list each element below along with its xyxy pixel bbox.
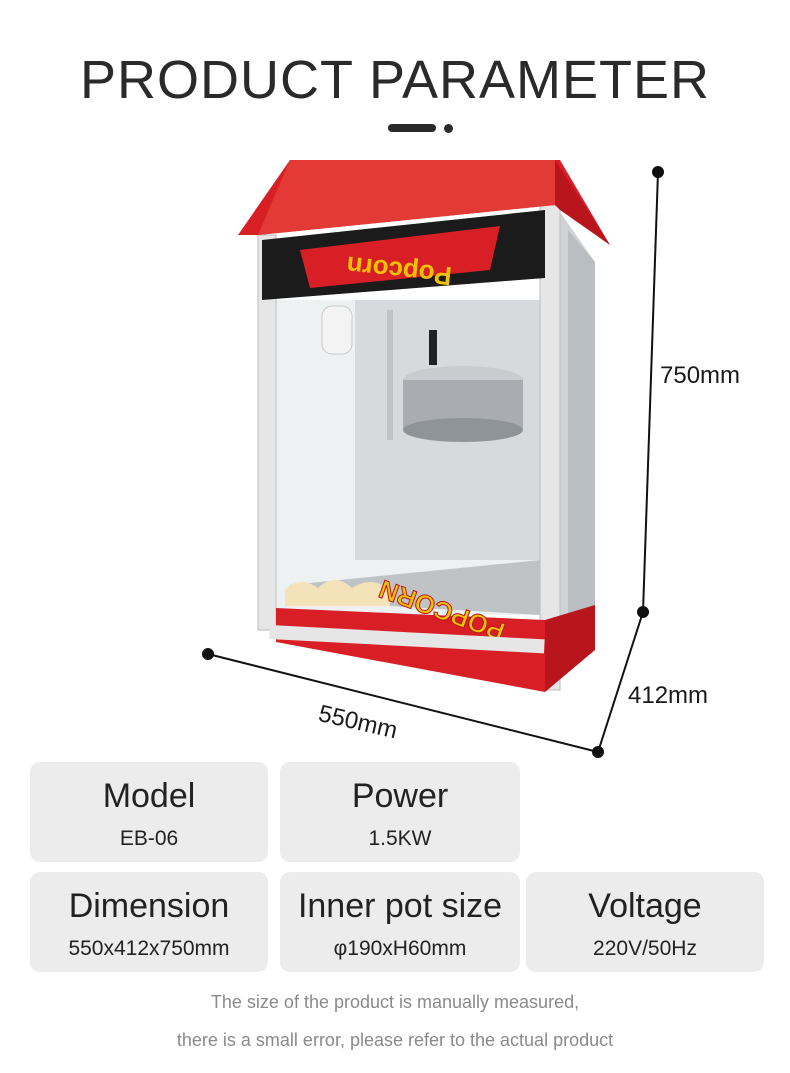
param-value: 550x412x750mm — [68, 937, 230, 960]
popcorn-pile — [285, 580, 390, 606]
disclaimer-line-1: The size of the product is manually meas… — [210, 992, 580, 1012]
height-dimension-line — [642, 171, 659, 613]
param-value: EB-06 — [119, 827, 179, 850]
lamp — [321, 305, 353, 355]
param-name: Power — [351, 777, 449, 815]
frame-post-left — [257, 234, 277, 631]
title-underline — [388, 124, 436, 132]
param-value: 220V/50Hz — [593, 937, 697, 960]
popcorn-machine: Popcorn POPCORN — [238, 160, 610, 692]
disclaimer-line-2: there is a small error, please refer to … — [176, 1030, 614, 1050]
param-name: Voltage — [588, 887, 702, 925]
param-card-voltage: Voltage 220V/50Hz — [526, 872, 764, 972]
product-illustration: Popcorn POPCORN — [202, 160, 664, 758]
param-card-model: Model EB-06 — [30, 762, 268, 862]
dimension-lines — [202, 166, 664, 758]
param-name: Inner pot size — [297, 887, 503, 925]
param-value: 1.5KW — [368, 827, 432, 850]
param-card-dimension: Dimension 550x412x750mm — [30, 872, 268, 972]
page-title: PRODUCT PARAMETER — [79, 50, 711, 110]
param-name: Model — [102, 777, 196, 815]
width-dimension-dot — [202, 648, 214, 660]
depth-label: 412mm — [628, 682, 709, 709]
param-name: Dimension — [68, 887, 230, 925]
param-card-power: Power 1.5KW — [280, 762, 520, 862]
height-label: 750mm — [660, 362, 741, 389]
width-dimension-line — [207, 653, 599, 753]
title-dot — [444, 124, 453, 133]
depth-dimension-line — [597, 611, 644, 753]
height-dimension-dot-top — [652, 166, 664, 178]
param-value: φ190xH60mm — [333, 937, 467, 960]
param-card-inner-pot-size: Inner pot size φ190xH60mm — [280, 872, 520, 972]
